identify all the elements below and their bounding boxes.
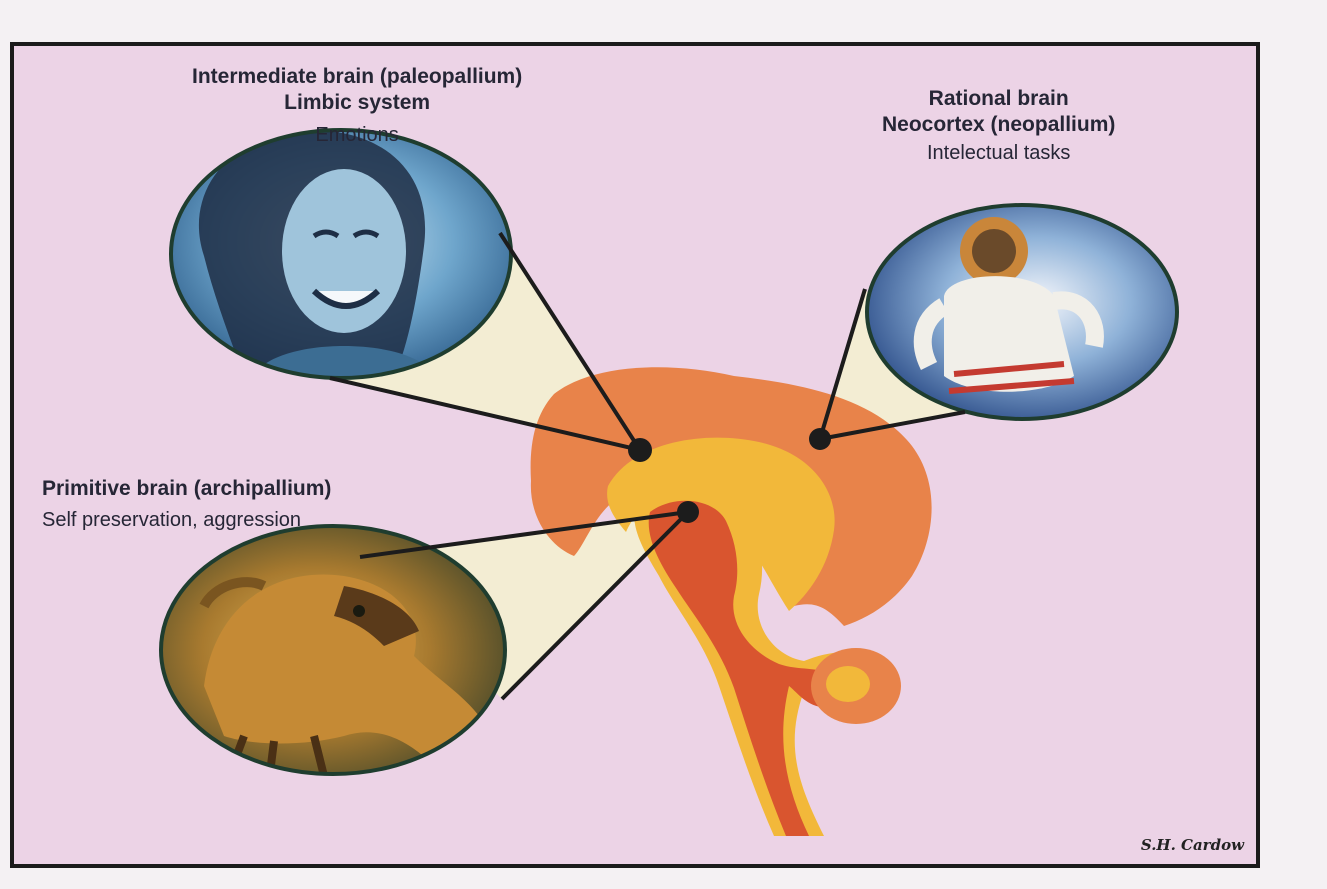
diagram-frame: Intermediate brain (paleopallium) Limbic…: [10, 42, 1260, 868]
intellectual-tasks-illustration: [867, 205, 1177, 419]
self-preservation-text: Self preservation, aggression: [42, 508, 331, 532]
intermediate-brain-title: Intermediate brain (paleopallium): [192, 64, 522, 90]
limbic-system-title: Limbic system: [192, 90, 522, 116]
primitive-brain-title: Primitive brain (archipallium): [42, 476, 331, 502]
anchor-dot-primitive: [677, 501, 699, 523]
label-rational-brain: Rational brain Neocortex (neopallium) In…: [882, 86, 1115, 166]
rational-brain-title: Rational brain: [882, 86, 1115, 112]
intellectual-tasks-text: Intelectual tasks: [882, 141, 1115, 165]
anchor-dot-intermediate: [628, 438, 652, 462]
artist-signature: S.H. Cardow: [1141, 836, 1244, 854]
triune-brain-diagram: [14, 46, 1256, 864]
anchor-dot-rational: [809, 428, 831, 450]
label-primitive-brain: Primitive brain (archipallium) Self pres…: [42, 476, 331, 532]
emotions-text: Emotions: [192, 123, 522, 147]
emotions-illustration: [171, 130, 511, 378]
neocortex-title: Neocortex (neopallium): [882, 112, 1115, 138]
label-intermediate-brain: Intermediate brain (paleopallium) Limbic…: [192, 64, 522, 148]
cerebellum-core: [826, 666, 870, 702]
